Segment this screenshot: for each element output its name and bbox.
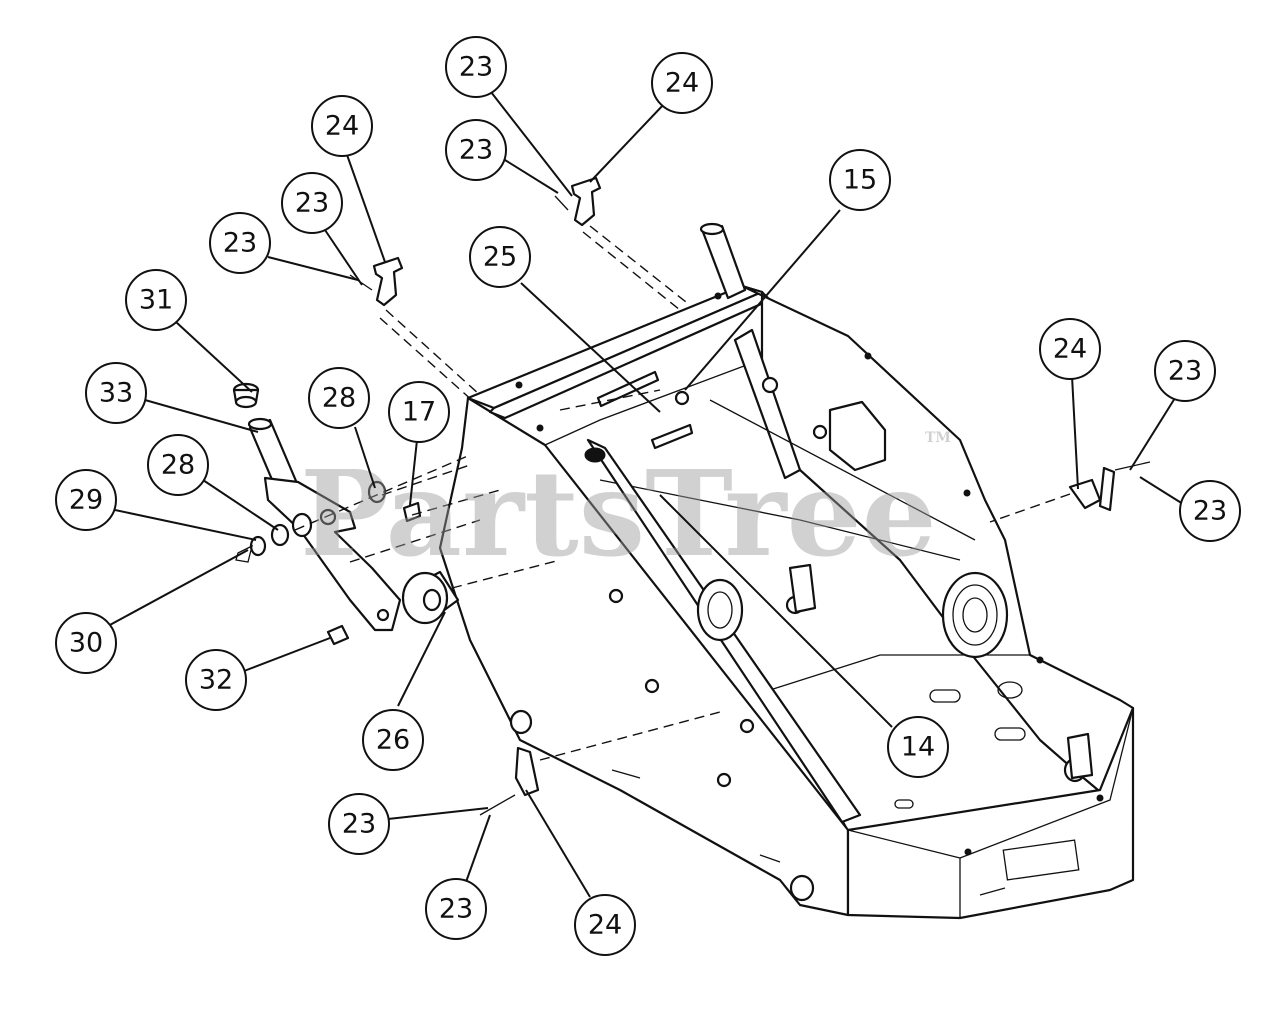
watermark-text: PartsTree	[300, 444, 937, 583]
deck-frame	[438, 222, 1135, 920]
callout-28-upper: 28	[308, 367, 370, 429]
callout-label: 31	[139, 285, 173, 316]
callout-15: 15	[829, 149, 891, 211]
callout-14: 14	[887, 716, 949, 778]
alignment-lines	[294, 225, 1071, 761]
callout-28-lower: 28	[147, 434, 209, 496]
callout-label: 33	[99, 378, 133, 409]
callout-label: 17	[402, 397, 436, 428]
callout-label: 14	[901, 732, 935, 763]
callout-24-right: 24	[1039, 318, 1101, 380]
callout-30: 30	[55, 612, 117, 674]
callout-23-bottom1: 23	[328, 793, 390, 855]
callout-label: 26	[376, 725, 410, 756]
watermark: PartsTree TM	[300, 430, 951, 583]
callout-label: 23	[1168, 356, 1202, 387]
callout-label: 24	[1053, 334, 1087, 365]
callout-25: 25	[469, 226, 531, 288]
callout-29: 29	[55, 469, 117, 531]
callout-label: 23	[1193, 496, 1227, 527]
callout-label: 32	[199, 665, 233, 696]
callout-31: 31	[125, 269, 187, 331]
callout-23-left2: 23	[209, 212, 271, 274]
callout-32: 32	[185, 649, 247, 711]
callout-label: 24	[325, 111, 359, 142]
callout-label: 30	[69, 628, 103, 659]
callout-label: 15	[843, 165, 877, 196]
callout-label: 29	[69, 485, 103, 516]
callout-23-bottom2: 23	[425, 878, 487, 940]
callout-label: 28	[161, 450, 195, 481]
callout-label: 23	[342, 809, 376, 840]
idler-arm-assembly	[232, 382, 460, 646]
callout-24-top: 24	[651, 52, 713, 114]
callout-label: 23	[459, 135, 493, 166]
callout-24-left: 24	[311, 95, 373, 157]
callout-label: 28	[322, 383, 356, 414]
callout-label: 23	[295, 188, 329, 219]
callout-label: 24	[665, 68, 699, 99]
callout-23-top2: 23	[445, 119, 507, 181]
callout-23-right2: 23	[1179, 480, 1241, 542]
watermark-tm: TM	[925, 430, 951, 446]
callout-24-bottom: 24	[574, 894, 636, 956]
callout-label: 23	[439, 894, 473, 925]
callout-33: 33	[85, 362, 147, 424]
callout-26: 26	[362, 709, 424, 771]
callout-23-top1: 23	[445, 36, 507, 98]
callout-label: 23	[223, 228, 257, 259]
callout-label: 23	[459, 52, 493, 83]
callout-label: 24	[588, 910, 622, 941]
leader-lines	[107, 91, 1184, 898]
callout-label: 25	[483, 242, 517, 273]
callout-17: 17	[388, 381, 450, 443]
callout-23-right1: 23	[1154, 340, 1216, 402]
callout-23-left1: 23	[281, 172, 343, 234]
